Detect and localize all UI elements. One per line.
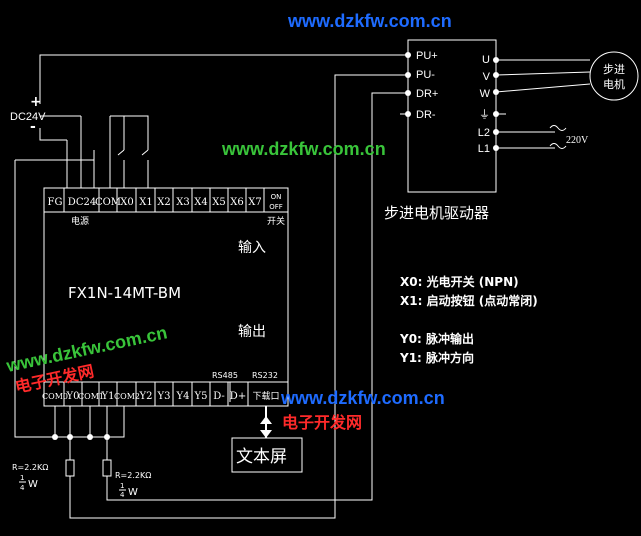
terminal-y3: Y3 [157, 391, 171, 402]
notes: X0: 光电开关 (NPN) X1: 启动按钮 (点动常闭) Y0: 脉冲输出 … [399, 274, 538, 365]
terminal-com2: COM2 [114, 392, 140, 401]
resistor-1-frac-den: 4 [20, 484, 25, 492]
download-port-label: 下载口 [252, 390, 279, 402]
top-terminals: FG DC24 COM X0 X1 X2 X3 X4 X5 X6 X7 [48, 197, 262, 208]
bottom-terminal-dividers [63, 382, 249, 406]
terminal-x1: X1 [139, 197, 152, 208]
watermark-url-bottom: www.dzkfw.com.cn [280, 388, 445, 408]
driver-l2: L2 [478, 127, 490, 139]
power-label: 电源 [71, 215, 89, 227]
terminal-x3: X3 [176, 197, 189, 208]
driver-inputs: PU+ PU- DR+ DR- [416, 50, 438, 121]
driver-dr-plus: DR+ [416, 88, 438, 100]
terminal-x4: X4 [194, 197, 207, 208]
switch-off-label: OFF [269, 203, 283, 211]
power-plus: + [30, 94, 42, 110]
terminal-x0: X0 [120, 197, 133, 208]
terminal-x5: X5 [212, 197, 225, 208]
driver-outputs: U V W ⏚ L2 L1 [478, 54, 491, 155]
stepper-motor-symbol [589, 51, 639, 101]
input-label: 输入 [238, 240, 266, 256]
bottom-terminals: COM0 Y0 COM1 Y1 COM2 Y2 Y3 Y4 Y5 D- D+ [42, 391, 246, 402]
terminal-x2: X2 [157, 197, 170, 208]
driver-w: W [480, 88, 491, 100]
terminal-d-plus: D+ [230, 391, 246, 402]
terminal-fg: FG [48, 197, 63, 208]
comm-arrow-up [260, 416, 272, 424]
note-x1: X1: 启动按钮 (点动常闭) [400, 293, 538, 308]
terminal-y0: Y0 [66, 391, 80, 402]
watermark-url-mid: www.dzkfw.com.cn [221, 139, 386, 159]
resistor-1-unit: W [28, 479, 38, 490]
note-y1: Y1: 脉冲方向 [399, 350, 474, 365]
resistor-1-frac-num: 1 [20, 474, 24, 482]
rs232-label: RS232 [252, 371, 278, 380]
terminal-x7: X7 [248, 197, 261, 208]
plc-model: FX1N-14MT-BM [68, 284, 181, 302]
text-panel-label: 文本屏 [236, 447, 287, 467]
driver-l1: L1 [478, 143, 490, 155]
ac-voltage-label: 220V [566, 135, 589, 146]
terminal-y1: Y1 [101, 391, 115, 402]
driver-u: U [482, 54, 490, 66]
junction-dots [52, 52, 499, 440]
top-terminal-dividers [63, 188, 265, 212]
terminal-x6: X6 [230, 197, 243, 208]
motor-label-line2: 电机 [603, 77, 625, 91]
watermark-left: www.dzkfw.com.cn 电子开发网 [4, 322, 169, 396]
rs485-label: RS485 [212, 371, 238, 380]
resistor-2-unit: W [128, 487, 138, 498]
motor-label-line1: 步进 [603, 63, 625, 76]
switch-on-label: ON [271, 193, 282, 201]
output-label: 输出 [238, 324, 266, 340]
driver-v: V [483, 71, 491, 83]
driver-pu-minus: PU- [416, 69, 435, 81]
switch-label: 开关 [267, 215, 285, 227]
terminal-y4: Y4 [176, 391, 190, 402]
driver-title: 步进电机驱动器 [384, 204, 489, 222]
terminal-com: COM [95, 197, 121, 208]
watermark-site-bottom: 电子开发网 [282, 413, 362, 432]
note-y0: Y0: 脉冲输出 [399, 331, 474, 346]
terminal-y2: Y2 [139, 391, 153, 402]
terminal-dc24: DC24 [68, 197, 96, 208]
resistor-2-frac-den: 4 [120, 491, 125, 499]
driver-pu-plus: PU+ [416, 50, 438, 62]
power-voltage-label: DC24V [10, 111, 46, 123]
terminal-y5: Y5 [194, 391, 208, 402]
resistor-2-frac-num: 1 [120, 482, 124, 490]
driver-dr-minus: DR- [416, 109, 436, 121]
terminal-com0: COM0 [42, 392, 68, 401]
resistor-1-value: R=2.2KΩ [12, 463, 48, 472]
terminal-com1: COM1 [78, 392, 104, 401]
resistor-2-value: R=2.2KΩ [115, 471, 151, 480]
driver-ground: ⏚ [479, 108, 490, 121]
comm-arrow-down [260, 430, 272, 438]
terminal-d-minus: D- [213, 391, 225, 402]
watermark-url-top: www.dzkfw.com.cn [287, 11, 452, 31]
note-x0: X0: 光电开关 (NPN) [400, 274, 519, 289]
power-minus: - [30, 119, 36, 135]
